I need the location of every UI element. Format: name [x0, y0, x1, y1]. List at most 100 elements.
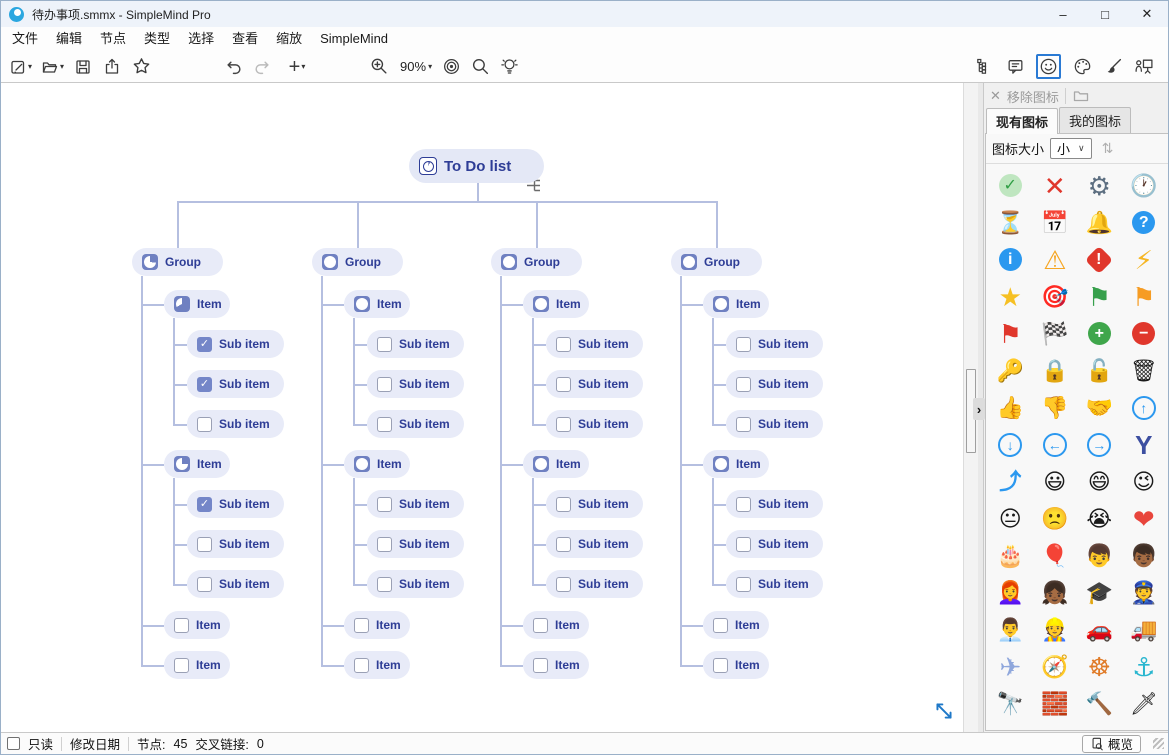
arrow-down-circle-icon[interactable]: ↓	[988, 426, 1033, 463]
add-node-button[interactable]: + ▾	[287, 55, 307, 79]
zoom-level-dropdown[interactable]: 90% ▾	[398, 55, 432, 79]
question-mark-icon[interactable]: ?	[1122, 204, 1167, 241]
sort-icon[interactable]: ⇅	[1102, 140, 1114, 157]
checkbox-unchecked-icon[interactable]	[354, 658, 369, 673]
node-item[interactable]: Item	[344, 290, 410, 318]
checkbox-unchecked-icon[interactable]	[713, 618, 728, 633]
car-icon[interactable]: 🚗	[1077, 611, 1122, 648]
redo-button[interactable]	[252, 55, 272, 79]
girl-dark-icon[interactable]: 👧🏾	[1033, 574, 1078, 611]
progress-icon[interactable]	[354, 456, 370, 472]
info-icon[interactable]: i	[988, 241, 1033, 278]
gear-icon[interactable]: ⚙	[1077, 167, 1122, 204]
construction-worker-icon[interactable]: 👷	[1033, 611, 1078, 648]
airplane-icon[interactable]: ✈	[988, 648, 1033, 685]
merge-arrow-icon[interactable]: ⤴	[988, 463, 1033, 500]
dagger-icon[interactable]: 🗡	[1122, 685, 1167, 722]
node-group[interactable]: Group	[671, 248, 762, 276]
graduation-cap-icon[interactable]: 🎓	[1077, 574, 1122, 611]
calendar-icon[interactable]: 📅	[1033, 204, 1078, 241]
flag-checkered-icon[interactable]: 🏁	[1033, 315, 1078, 352]
node-sub-item[interactable]: Sub item	[726, 570, 823, 598]
browse-icons-folder-icon[interactable]	[1072, 87, 1090, 105]
flag-orange-icon[interactable]: ⚑	[1122, 278, 1167, 315]
remove-icon-x-icon[interactable]: ✕	[990, 88, 1001, 104]
checkbox-unchecked-icon[interactable]	[174, 618, 189, 633]
format-painter-button[interactable]	[1103, 55, 1123, 79]
checkbox-unchecked-icon[interactable]	[377, 417, 392, 432]
node-item[interactable]: Item	[344, 651, 410, 679]
checkbox-unchecked-icon[interactable]	[736, 497, 751, 512]
checkbox-unchecked-icon[interactable]	[736, 377, 751, 392]
node-item[interactable]: Item	[344, 611, 410, 639]
menu-item-4[interactable]: 选择	[179, 27, 223, 51]
undo-button[interactable]	[223, 55, 243, 79]
checkbox-unchecked-icon[interactable]	[377, 497, 392, 512]
checkbox-unchecked-icon[interactable]	[736, 537, 751, 552]
lightning-icon[interactable]: ⚡	[1122, 241, 1167, 278]
node-sub-item[interactable]: Sub item	[726, 370, 823, 398]
checkbox-unchecked-icon[interactable]	[377, 337, 392, 352]
checkbox-unchecked-icon[interactable]	[713, 658, 728, 673]
checkbox-unchecked-icon[interactable]	[377, 537, 392, 552]
flag-red-icon[interactable]: ⚑	[988, 315, 1033, 352]
progress-icon[interactable]	[681, 254, 697, 270]
checkbox-unchecked-icon[interactable]	[556, 537, 571, 552]
tips-button[interactable]	[499, 55, 519, 79]
checkbox-unchecked-icon[interactable]	[556, 577, 571, 592]
node-sub-item[interactable]: Sub item	[367, 570, 464, 598]
checkbox-unchecked-icon[interactable]	[556, 497, 571, 512]
arrow-right-circle-icon[interactable]: →	[1077, 426, 1122, 463]
icons-panel-button[interactable]	[1036, 54, 1061, 79]
plus-circle-icon[interactable]: +	[1077, 315, 1122, 352]
dart-target-icon[interactable]: 🎯	[1033, 278, 1078, 315]
police-officer-icon[interactable]: 👮	[1122, 574, 1167, 611]
save-button[interactable]	[73, 55, 93, 79]
node-sub-item[interactable]: Sub item	[726, 530, 823, 558]
menu-item-6[interactable]: 缩放	[267, 27, 311, 51]
open-document-button[interactable]: ▾	[41, 55, 64, 79]
checkbox-unchecked-icon[interactable]	[197, 577, 212, 592]
node-sub-item[interactable]: Sub item	[187, 530, 284, 558]
ship-wheel-icon[interactable]: ☸	[1077, 648, 1122, 685]
progress-icon[interactable]	[419, 157, 437, 175]
checkbox-unchecked-icon[interactable]	[556, 417, 571, 432]
node-sub-item[interactable]: Sub item	[367, 370, 464, 398]
thumbs-down-icon[interactable]: 👎	[1033, 389, 1078, 426]
node-root[interactable]: To Do list	[409, 149, 544, 183]
checkbox-checked-icon[interactable]: ✓	[197, 497, 212, 512]
node-sub-item[interactable]: ✓Sub item	[187, 490, 284, 518]
woman-red-hair-icon[interactable]: 👩‍🦰	[988, 574, 1033, 611]
exclamation-diamond-icon[interactable]: !	[1077, 241, 1122, 278]
node-sub-item[interactable]: Sub item	[367, 330, 464, 358]
heart-icon[interactable]: ❤	[1122, 500, 1167, 537]
node-sub-item[interactable]: Sub item	[546, 330, 643, 358]
checkbox-unchecked-icon[interactable]	[377, 377, 392, 392]
node-sub-item[interactable]: ✓Sub item	[187, 370, 284, 398]
flag-green-icon[interactable]: ⚑	[1077, 278, 1122, 315]
progress-icon[interactable]	[533, 296, 549, 312]
minimize-button[interactable]: –	[1042, 1, 1084, 27]
progress-icon[interactable]	[174, 456, 190, 472]
cross-mark-icon[interactable]: ✕	[1033, 167, 1078, 204]
progress-icon[interactable]	[533, 456, 549, 472]
overview-button[interactable]: 概览	[1082, 735, 1141, 753]
progress-icon[interactable]	[713, 296, 729, 312]
checkbox-unchecked-icon[interactable]	[556, 337, 571, 352]
menu-item-5[interactable]: 查看	[223, 27, 267, 51]
binoculars-icon[interactable]: 🔭	[988, 685, 1033, 722]
node-item[interactable]: Item	[523, 290, 589, 318]
crying-icon[interactable]: 😭	[1077, 500, 1122, 537]
node-sub-item[interactable]: Sub item	[187, 570, 284, 598]
birthday-cake-icon[interactable]: 🎂	[988, 537, 1033, 574]
search-button[interactable]	[470, 55, 490, 79]
brick-wall-icon[interactable]: 🧱	[1033, 685, 1078, 722]
boy-icon[interactable]: 👦	[1077, 537, 1122, 574]
node-item[interactable]: Item	[703, 450, 769, 478]
checkbox-unchecked-icon[interactable]	[736, 577, 751, 592]
node-item[interactable]: Item	[164, 290, 230, 318]
frowning-face-icon[interactable]: 🙁	[1033, 500, 1078, 537]
trash-icon[interactable]: 🗑	[1122, 352, 1167, 389]
menu-item-7[interactable]: SimpleMind	[311, 27, 397, 51]
winking-icon[interactable]: 😉	[1122, 463, 1167, 500]
